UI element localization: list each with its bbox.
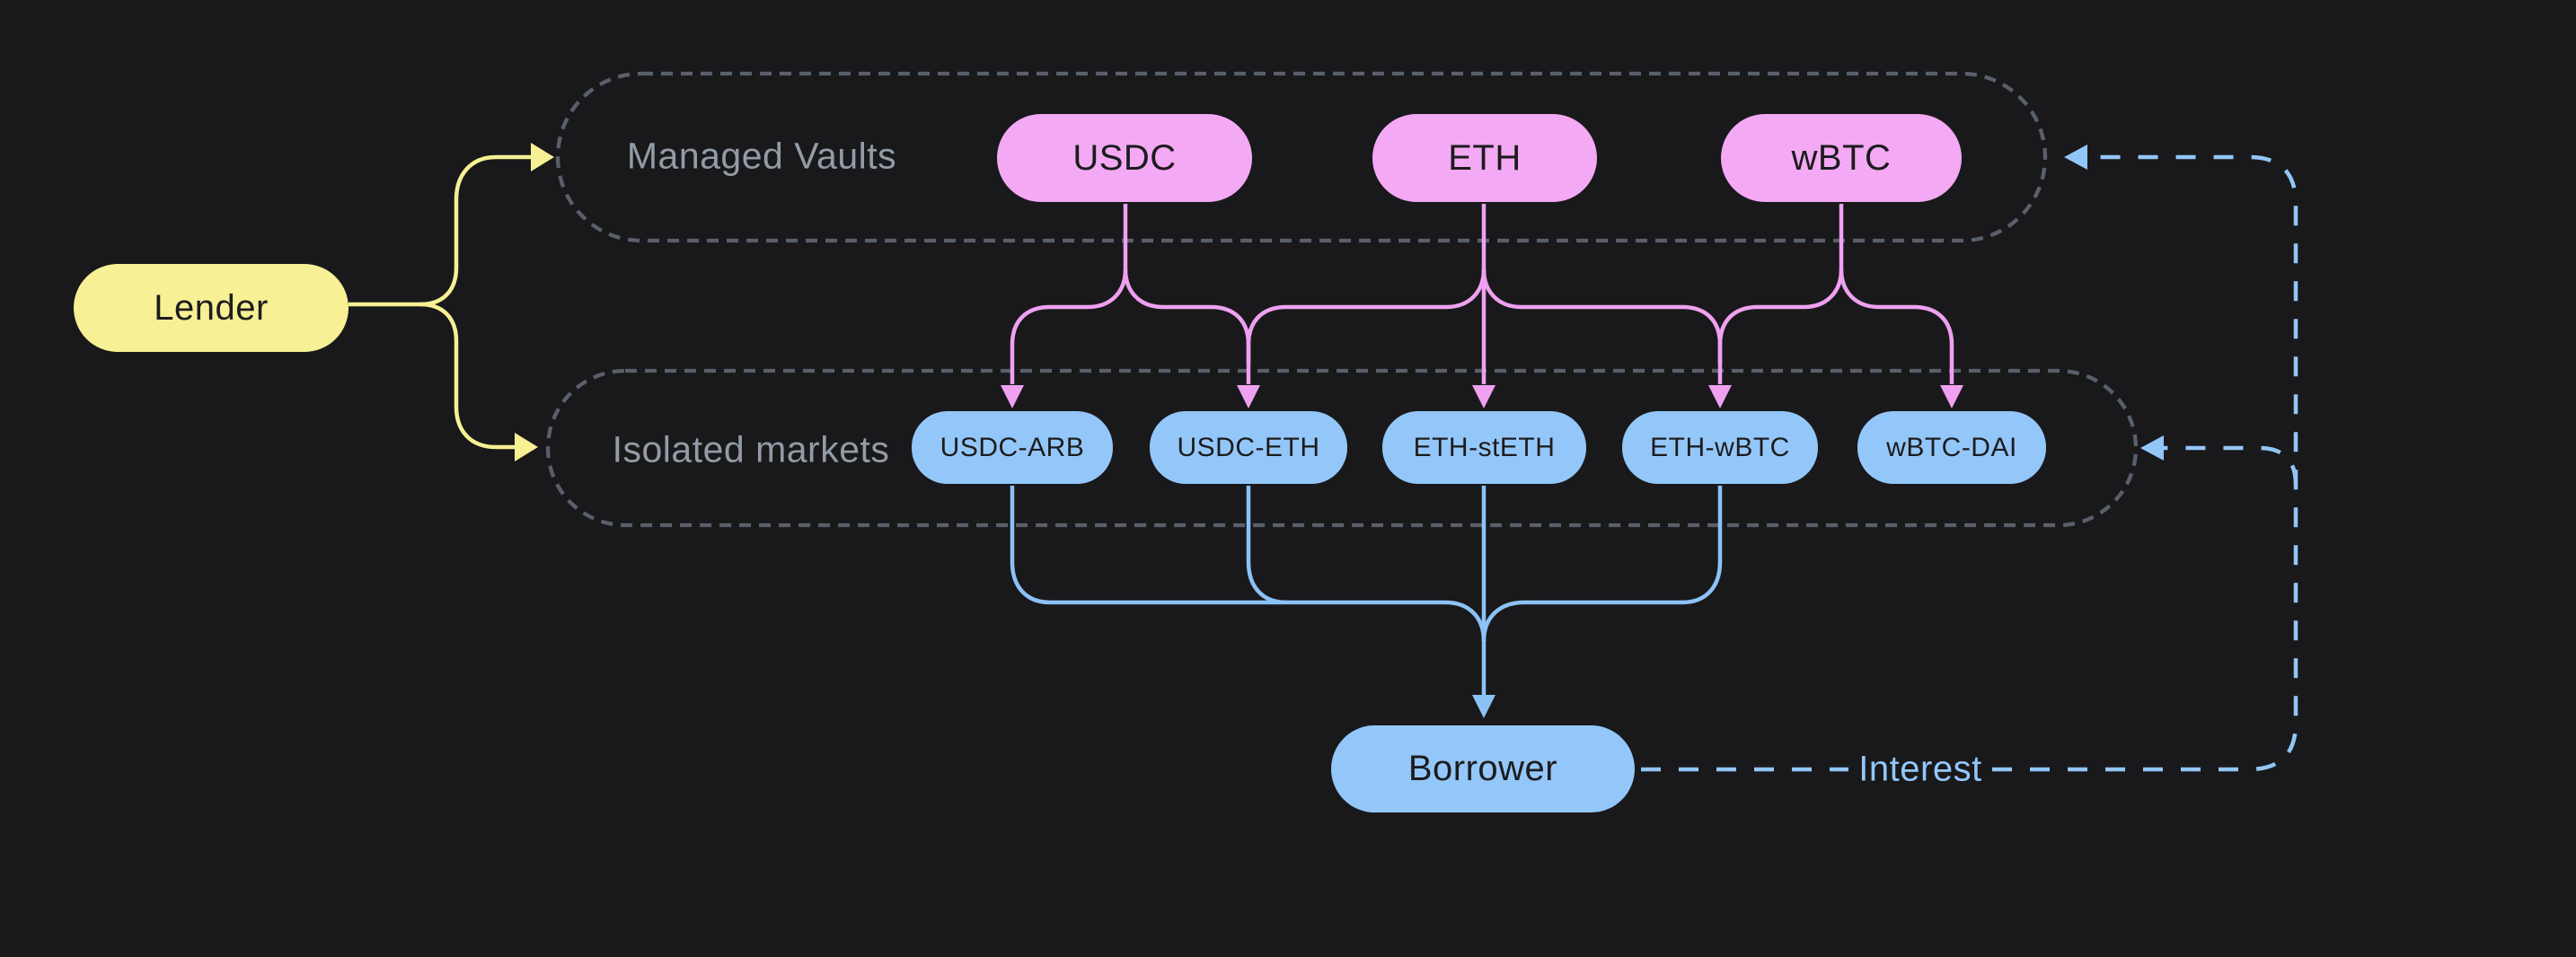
node-market-usdc-eth: USDC-ETH: [1150, 411, 1347, 484]
isolated-markets-label: Isolated markets: [612, 428, 890, 470]
node-vault-eth: ETH: [1372, 114, 1597, 202]
usdc-to-usdcarb: [1010, 268, 1128, 384]
arrow-into-vaults: [531, 143, 554, 171]
node-market-usdc-arb: USDC-ARB: [912, 411, 1113, 484]
node-lender: Lender: [74, 264, 348, 352]
arrow-into-vaults-right: [2064, 145, 2087, 170]
interest-riser: [1992, 154, 2298, 772]
interest-arrowheads: [2064, 145, 2164, 461]
arrow-into-ethsteth: [1472, 385, 1495, 408]
managed-vaults-label: Managed Vaults: [626, 135, 897, 177]
interest-edges: [1641, 154, 2298, 772]
arrow-into-wbtcdai: [1940, 385, 1963, 408]
node-vault-usdc: USDC: [997, 114, 1252, 202]
lender-to-markets: [419, 302, 515, 450]
usdcarb-to-borrower: [1010, 486, 1486, 642]
arrow-into-markets: [515, 433, 538, 461]
interest-edge-label: Interest: [1858, 749, 1982, 789]
vault-edges: [1010, 204, 1954, 384]
arrow-into-ethwbtc: [1708, 385, 1732, 408]
node-borrower: Borrower: [1331, 725, 1635, 812]
ethwbtc-to-borrower: [1481, 486, 1723, 642]
isolated-markets-container: [545, 368, 2139, 528]
usdc-to-usdceth: [1123, 268, 1251, 384]
market-edges: [1010, 486, 1723, 695]
usdceth-to-borrower: [1246, 486, 1287, 605]
arrow-into-markets-right: [2140, 435, 2164, 461]
managed-vaults-container: [555, 71, 2048, 243]
lender-to-vaults: [419, 154, 531, 307]
arrow-into-usdcarb: [1001, 385, 1024, 408]
node-market-eth-wbtc: ETH-wBTC: [1622, 411, 1818, 484]
lender-edges: [348, 154, 531, 450]
arrow-into-borrower: [1472, 695, 1495, 718]
vault-arrowheads: [1001, 385, 1963, 408]
eth-to-ethwbtc: [1481, 268, 1723, 384]
wbtc-to-ethwbtc: [1717, 268, 1844, 364]
wbtc-to-wbtcdai: [1839, 268, 1954, 384]
lender-arrowheads: [515, 143, 554, 461]
eth-to-usdceth: [1246, 268, 1486, 364]
node-market-wbtc-dai: wBTC-DAI: [1857, 411, 2046, 484]
arrow-into-usdceth: [1237, 385, 1260, 408]
node-vault-wbtc: wBTC: [1721, 114, 1962, 202]
interest-branch-markets: [2162, 445, 2298, 486]
node-market-eth-steth: ETH-stETH: [1382, 411, 1586, 484]
